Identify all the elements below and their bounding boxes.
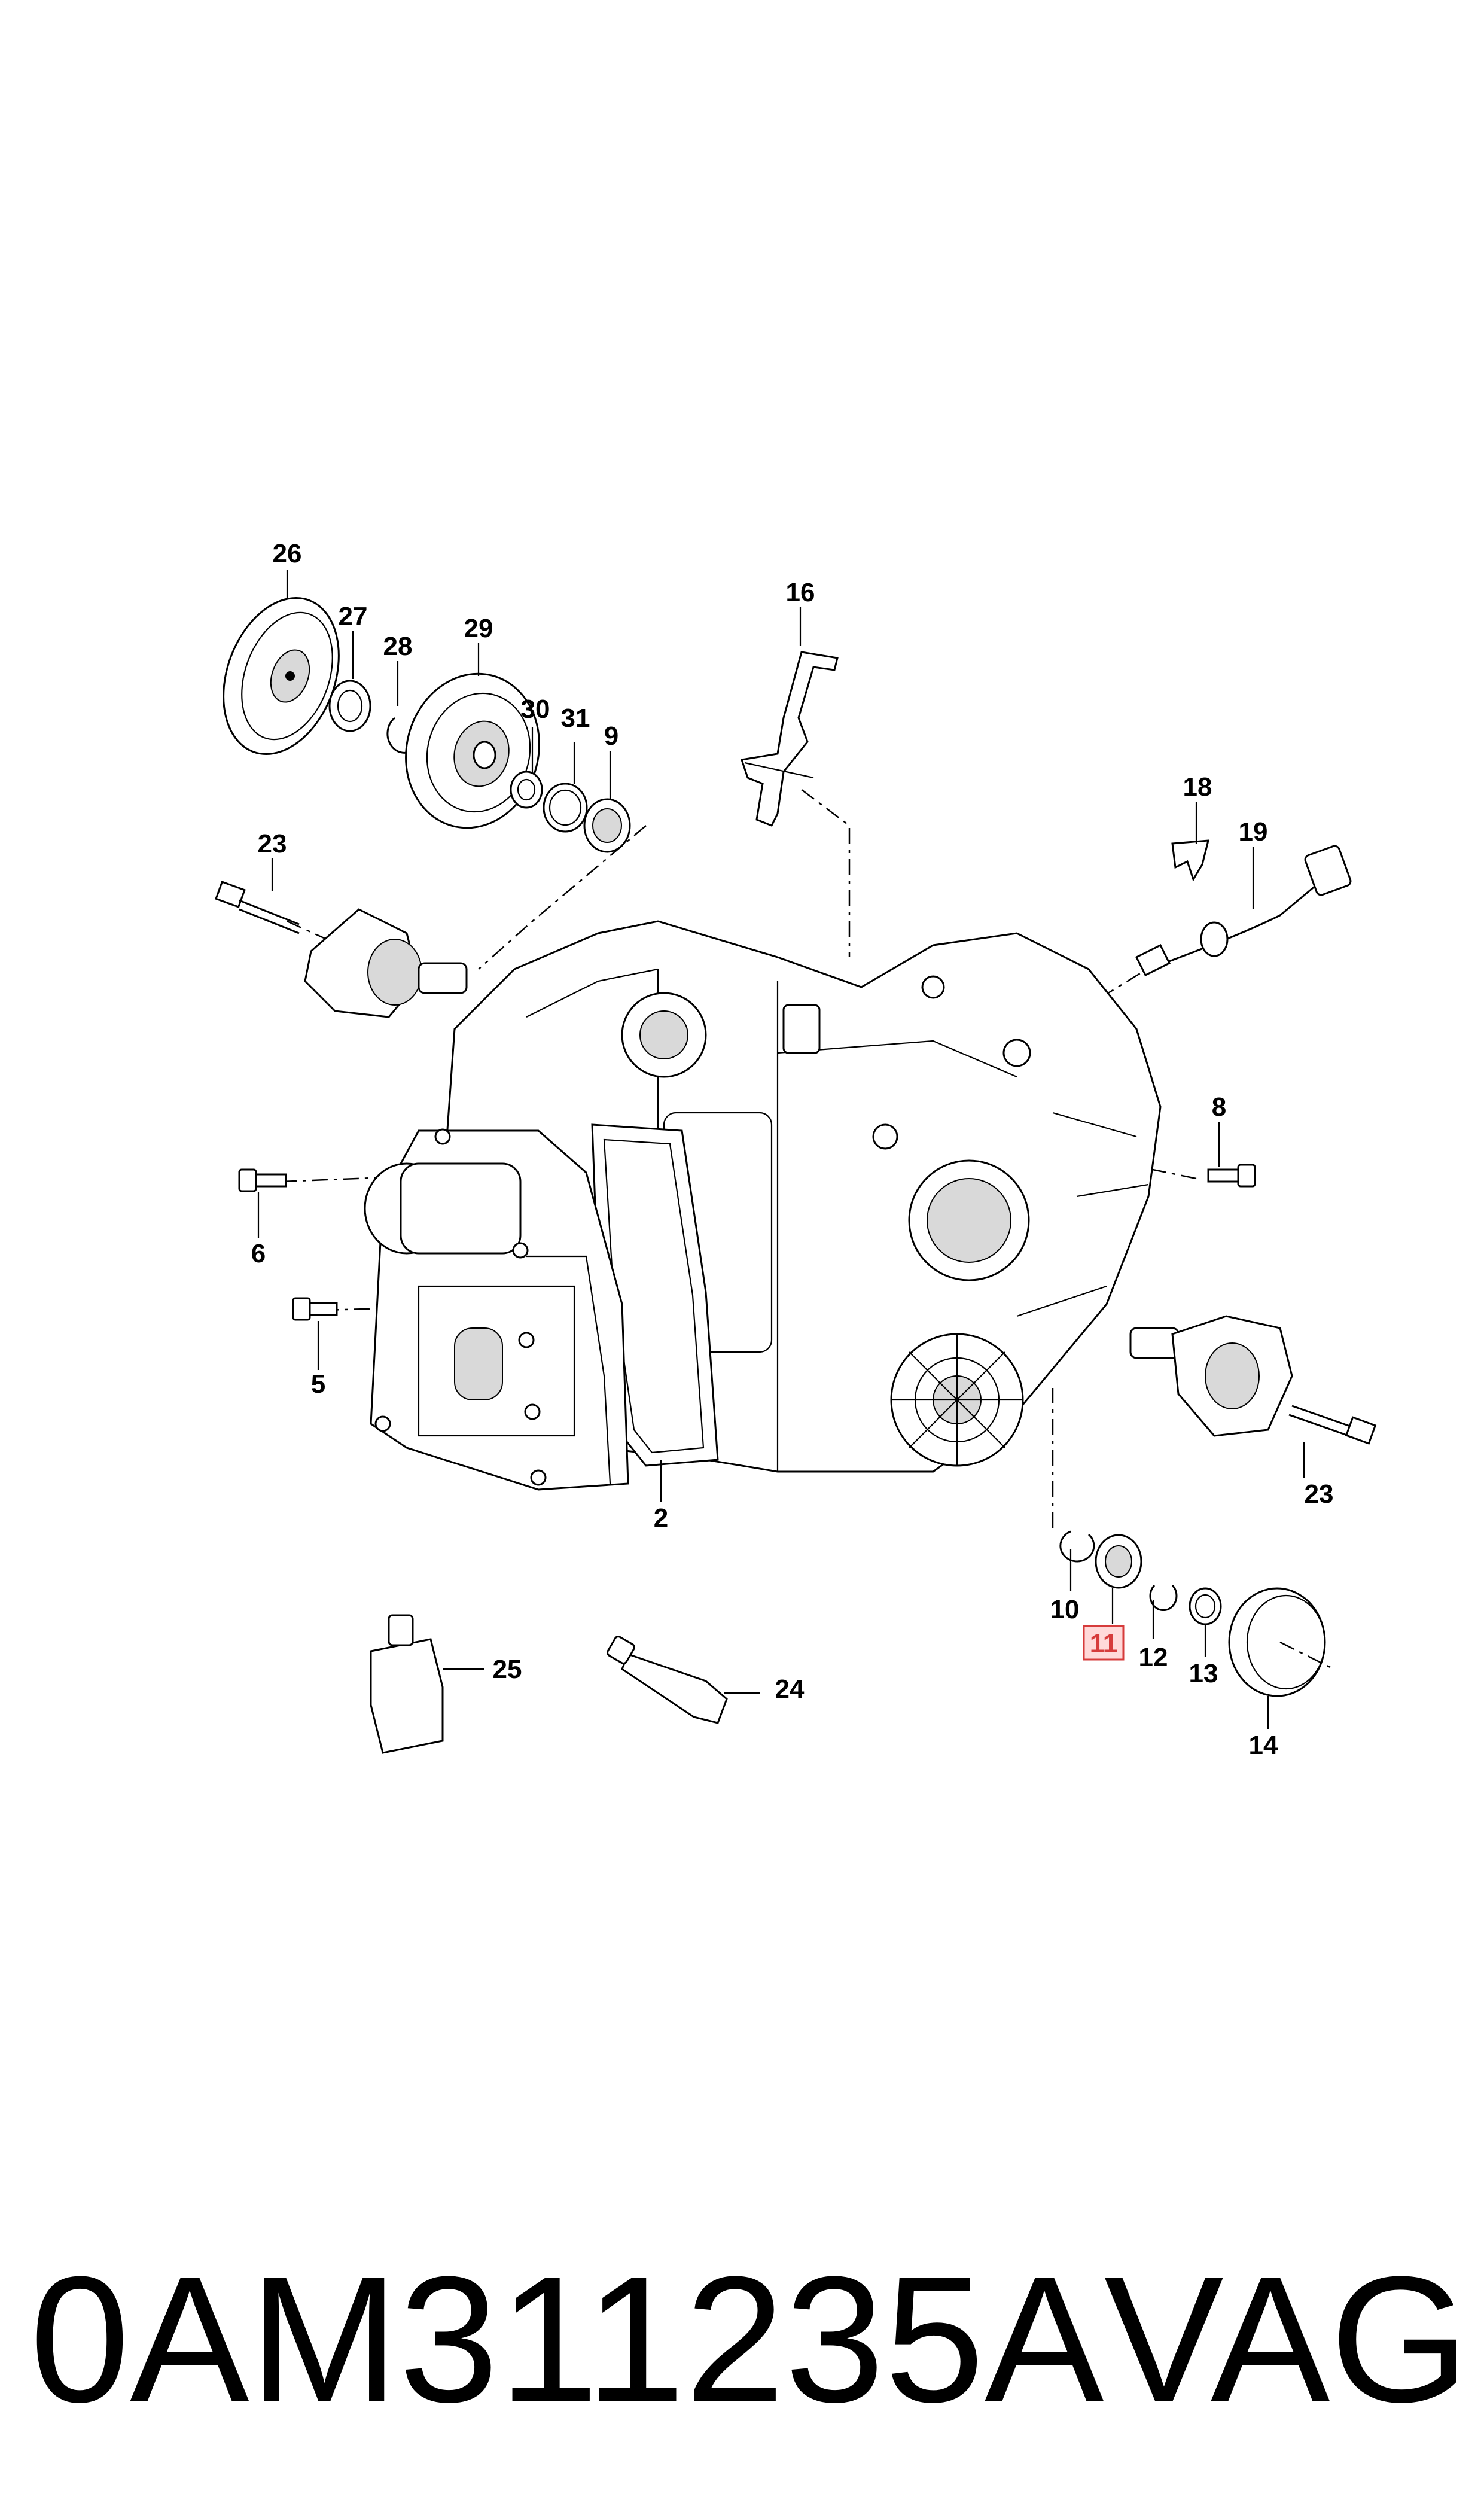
selector-fork-part[interactable] (741, 651, 839, 827)
part-number-text: 0AM311235A (30, 2239, 1104, 2440)
drive-flange-bolt-part[interactable] (215, 881, 300, 934)
drive-flange-part[interactable] (304, 908, 468, 1018)
brand-text: VAG (1104, 2239, 1470, 2440)
callout-13[interactable]: 13 (1189, 1659, 1218, 1688)
highlight-box (1083, 1625, 1125, 1661)
callout-25[interactable]: 25 (493, 1655, 522, 1684)
callout-14[interactable]: 14 (1249, 1731, 1278, 1760)
callout-12[interactable]: 12 (1139, 1643, 1168, 1672)
shaft-seal-highlighted-part[interactable] (1095, 1534, 1142, 1589)
transmission-oil-bottle-part[interactable] (370, 1614, 444, 1754)
hex-bolt-part[interactable] (1207, 1164, 1256, 1188)
callout-2[interactable]: 2 (654, 1503, 668, 1533)
part-number-footer: 0AM311235A VAG (30, 2237, 1470, 2441)
retaining-clip-part[interactable] (1171, 839, 1209, 882)
callout-labels: 26 27 28 29 30 31 9 16 18 19 23 8 6 5 2 … (251, 539, 1334, 1760)
callout-8[interactable]: 8 (1212, 1092, 1226, 1122)
hex-bolt-part[interactable] (238, 1168, 287, 1192)
grease-tube-part[interactable] (606, 1635, 728, 1724)
callout-9[interactable]: 9 (604, 721, 618, 751)
o-ring-part[interactable] (543, 783, 588, 833)
callout-18[interactable]: 18 (1183, 772, 1212, 802)
shaft-seal-part[interactable] (583, 798, 631, 853)
callout-10[interactable]: 10 (1050, 1595, 1080, 1624)
seal-ring-part[interactable] (328, 680, 371, 732)
clutch-assembly-part[interactable] (389, 659, 556, 843)
o-ring-part[interactable] (1189, 1587, 1222, 1625)
hex-bolt-part[interactable] (292, 1297, 338, 1321)
callout-23-left[interactable]: 23 (258, 829, 287, 858)
callout-31[interactable]: 31 (561, 704, 590, 733)
leader-lines (257, 570, 1305, 1729)
callout-28[interactable]: 28 (383, 632, 413, 661)
callout-11-highlighted[interactable]: 11 (1090, 1629, 1118, 1658)
callout-24[interactable]: 24 (775, 1674, 805, 1704)
callout-23-right[interactable]: 23 (1305, 1479, 1334, 1509)
speed-sensor-part[interactable] (1135, 845, 1352, 977)
seal-ring-part[interactable] (510, 771, 543, 809)
callout-27[interactable]: 27 (339, 602, 368, 631)
callout-26[interactable]: 26 (273, 539, 302, 568)
circlip-part[interactable] (1149, 1584, 1178, 1611)
circlip-part[interactable] (1059, 1530, 1095, 1563)
drive-flange-bolt-part[interactable] (1288, 1405, 1377, 1445)
callout-29[interactable]: 29 (464, 614, 493, 643)
callout-5[interactable]: 5 (311, 1369, 325, 1399)
sealing-cap-part[interactable] (1228, 1587, 1334, 1697)
callout-6[interactable]: 6 (251, 1239, 266, 1268)
flywheel-part[interactable] (203, 581, 359, 770)
callout-16[interactable]: 16 (786, 578, 815, 607)
callout-30[interactable]: 30 (521, 695, 550, 724)
drive-flange-part[interactable] (1129, 1315, 1293, 1437)
mechatronic-unit-part[interactable] (364, 1128, 629, 1491)
callout-19[interactable]: 19 (1239, 817, 1268, 847)
